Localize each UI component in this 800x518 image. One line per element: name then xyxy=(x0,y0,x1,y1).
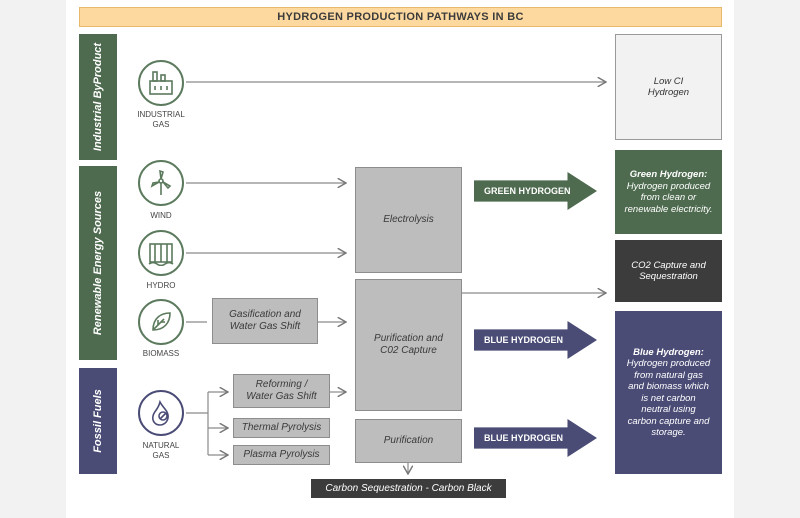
output-low-ci-line2: Hydrogen xyxy=(647,87,690,98)
output-green-desc: Hydrogen produced from clean or renewabl… xyxy=(624,180,713,215)
diagram-title: HYDROGEN PRODUCTION PATHWAYS IN BC xyxy=(79,7,722,27)
source-natural-gas-line1: NATURAL xyxy=(142,441,180,450)
source-biomass: BIOMASS xyxy=(142,349,180,358)
green-hydrogen-arrow-label: GREEN HYDROGEN xyxy=(484,186,571,196)
process-purification: Purification xyxy=(355,419,462,463)
output-co2-line2: Sequestration xyxy=(639,271,698,282)
output-co2-capture: CO2 Capture and Sequestration xyxy=(615,240,722,302)
category-renewable-label: Renewable Energy Sources xyxy=(92,190,104,336)
output-low-ci-line1: Low CI xyxy=(653,75,684,87)
process-gasification-line2: Water Gas Shift xyxy=(229,321,301,332)
hydro-dam-icon xyxy=(138,230,184,276)
source-natural-gas-line2: GAS xyxy=(152,451,170,460)
output-co2-line1: CO2 Capture and xyxy=(631,259,706,271)
wind-turbine-icon xyxy=(138,160,184,206)
process-reforming-line2: Water Gas Shift xyxy=(246,391,317,402)
output-blue-desc: Hydrogen produced from natural gas and b… xyxy=(626,358,711,438)
process-purification-capture-line1: Purification and xyxy=(374,333,443,344)
process-purification-capture: Purification and C02 Capture xyxy=(355,279,462,411)
factory-icon xyxy=(138,60,184,106)
source-industrial-gas: INDUSTRIAL GAS xyxy=(128,110,194,130)
output-blue-title: Blue Hydrogen: xyxy=(633,346,704,358)
carbon-sequestration-box: Carbon Sequestration - Carbon Black xyxy=(311,479,506,498)
source-hydro: HYDRO xyxy=(146,281,176,290)
category-fossil-label: Fossil Fuels xyxy=(92,389,105,453)
gas-flame-icon xyxy=(138,390,184,436)
category-industrial: Industrial ByProduct xyxy=(79,34,117,160)
output-green-hydrogen: Green Hydrogen: Hydrogen produced from c… xyxy=(615,150,722,234)
process-purification-capture-line2: C02 Capture xyxy=(380,345,437,356)
output-low-ci-hydrogen: Low CI Hydrogen xyxy=(615,34,722,140)
process-reforming-line1: Reforming / xyxy=(255,379,308,390)
output-blue-hydrogen: Blue Hydrogen: Hydrogen produced from na… xyxy=(615,311,722,474)
process-electrolysis: Electrolysis xyxy=(355,167,462,273)
source-wind: WIND xyxy=(150,211,172,220)
process-gasification-line1: Gasification and xyxy=(229,309,301,320)
process-reforming: Reforming / Water Gas Shift xyxy=(233,374,330,408)
blue-hydrogen-arrow-1-label: BLUE HYDROGEN xyxy=(484,335,564,345)
category-renewable: Renewable Energy Sources xyxy=(79,166,117,360)
category-fossil: Fossil Fuels xyxy=(79,368,117,474)
category-industrial-label: Industrial ByProduct xyxy=(92,42,104,152)
source-industrial-gas-line2: GAS xyxy=(152,120,170,129)
process-plasma-pyrolysis: Plasma Pyrolysis xyxy=(233,445,330,465)
process-thermal-pyrolysis: Thermal Pyrolysis xyxy=(233,418,330,438)
output-green-title: Green Hydrogen: xyxy=(629,169,708,180)
blue-hydrogen-arrow-2-label: BLUE HYDROGEN xyxy=(484,433,564,443)
leaf-icon xyxy=(138,299,184,345)
source-industrial-gas-line1: INDUSTRIAL xyxy=(137,110,185,119)
source-natural-gas: NATURAL GAS xyxy=(128,441,194,461)
process-gasification: Gasification and Water Gas Shift xyxy=(212,298,318,344)
